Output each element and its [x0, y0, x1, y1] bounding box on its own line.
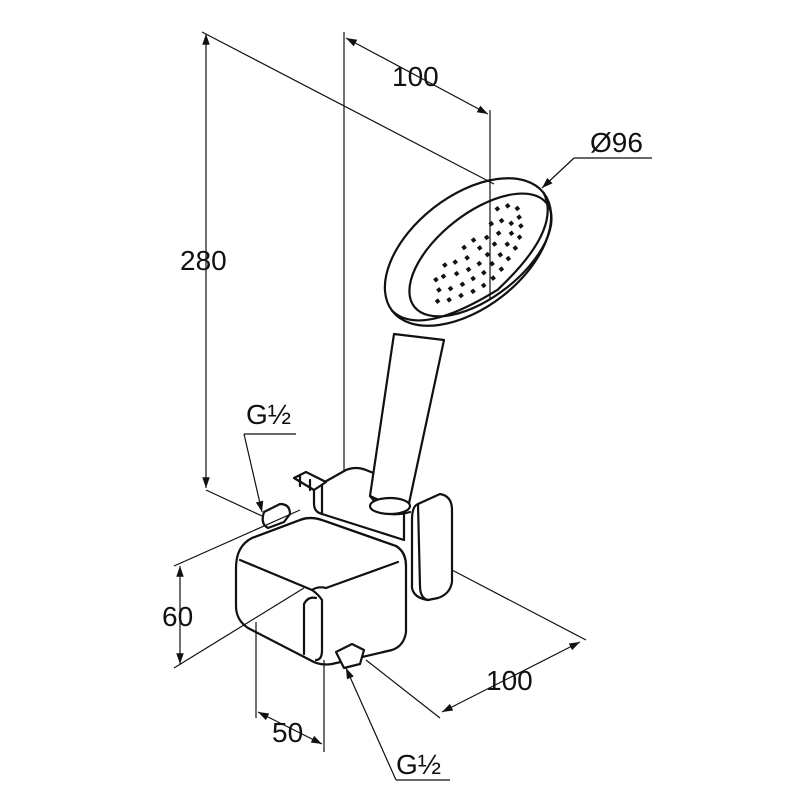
- label-depth-top: 100: [392, 61, 439, 92]
- label-depth-bottom: 100: [486, 665, 533, 696]
- dim-line-50: [257, 711, 323, 745]
- dim-line-diameter: [541, 157, 575, 189]
- shower-set-outline: [234, 177, 553, 670]
- dimension-lines: [173, 31, 652, 781]
- shower-head: [383, 177, 553, 327]
- shower-handle: [368, 332, 446, 514]
- label-bracket-width: 50: [272, 717, 303, 748]
- label-thread-bottom: G½: [396, 749, 441, 780]
- label-head-diameter: Ø96: [590, 127, 643, 158]
- label-bracket-height: 60: [162, 601, 193, 632]
- leader-thread-bottom: [345, 667, 397, 781]
- dim-line-100-bottom: [441, 641, 581, 713]
- dimension-labels: 280 100 Ø96 G½ 60 50 100 G½: [162, 61, 643, 780]
- label-height-total: 280: [180, 245, 227, 276]
- dim-line-100-top: [345, 37, 489, 115]
- leader-thread-top: [243, 433, 264, 513]
- wall-plate: [416, 492, 454, 602]
- nozzle-pattern: [433, 202, 524, 305]
- label-thread-top: G½: [246, 399, 291, 430]
